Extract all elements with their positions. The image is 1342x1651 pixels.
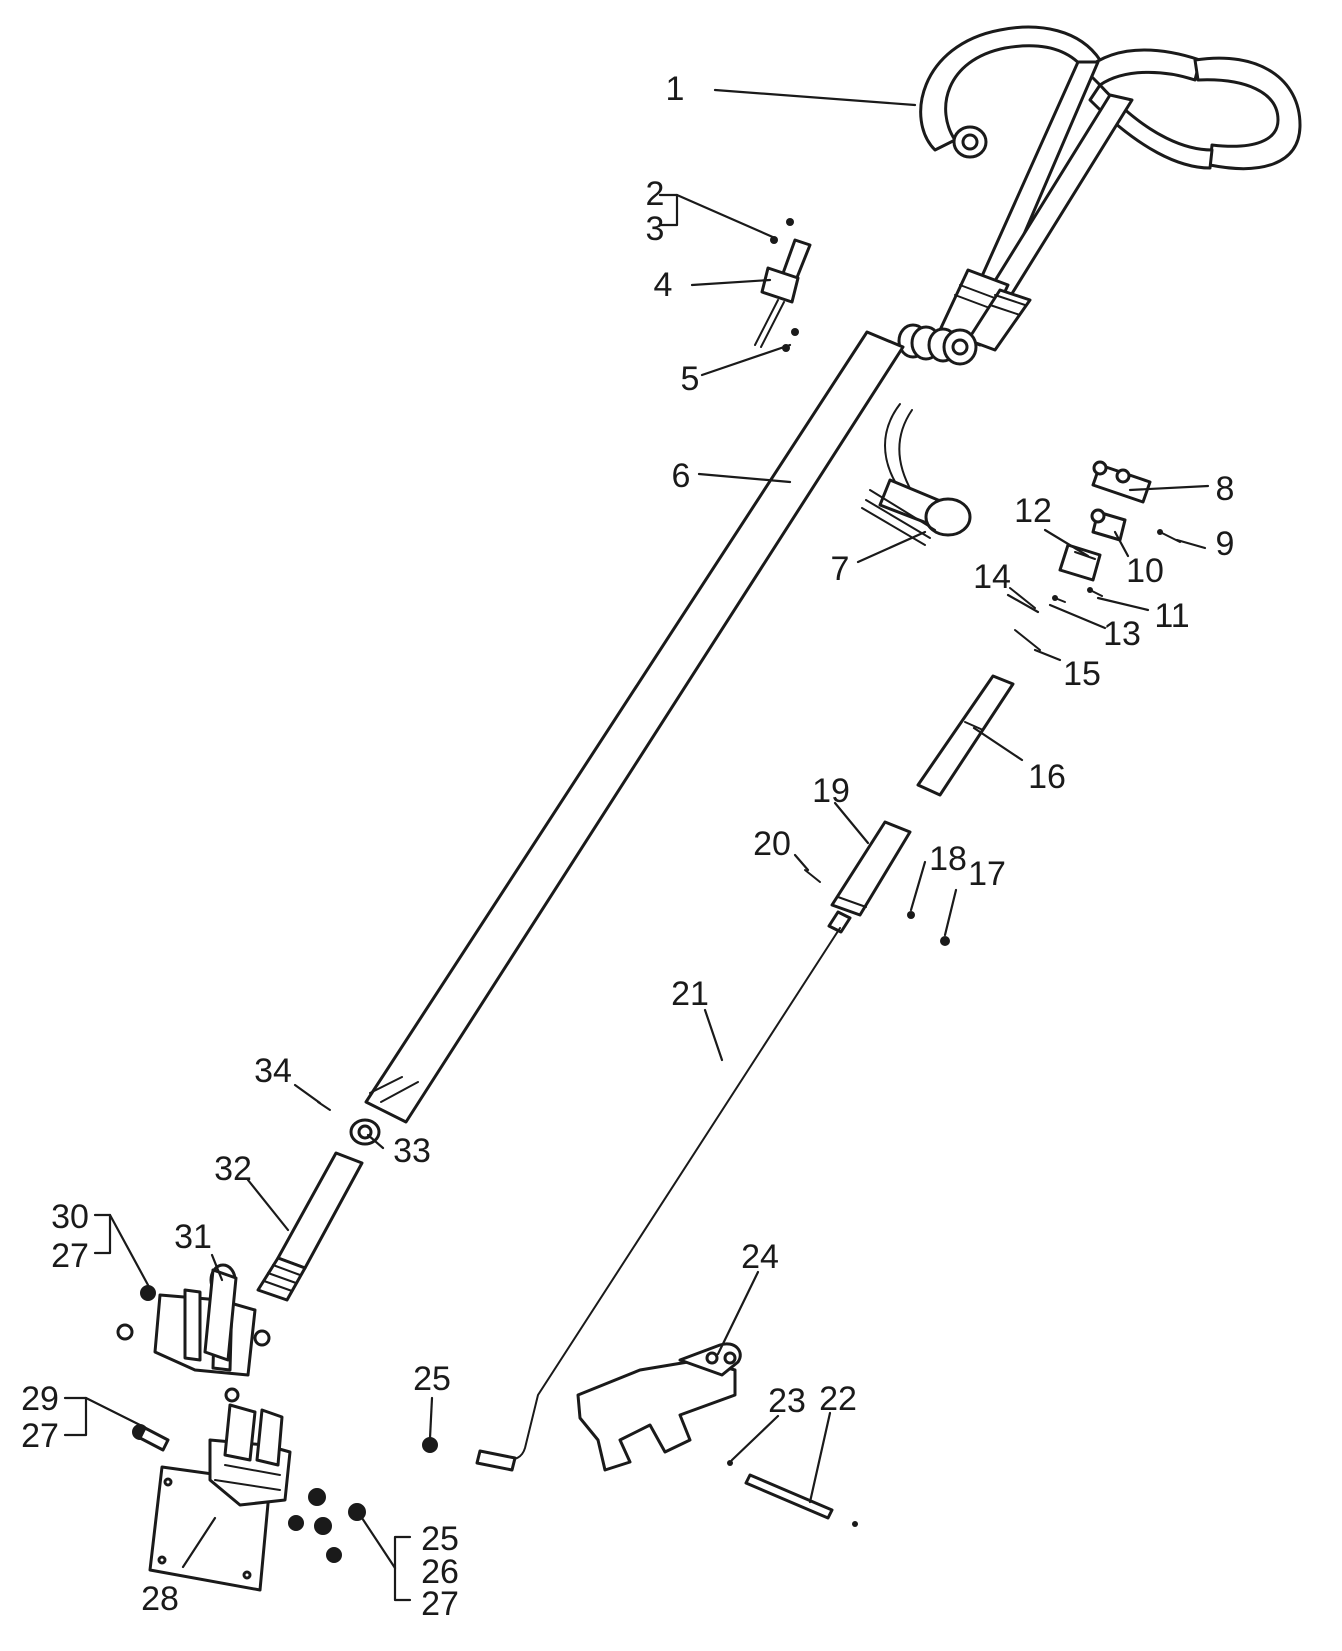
callout-7: 7 [831, 550, 850, 588]
callout-12: 12 [1014, 492, 1052, 530]
part-8-connector [1091, 460, 1152, 504]
callout-33: 33 [393, 1132, 431, 1170]
callout-26: 26 [421, 1553, 459, 1591]
part-7-grip [861, 403, 972, 546]
callout-29: 29 [21, 1380, 59, 1418]
part-31-hinge-bracket [116, 1263, 271, 1403]
callout-24: 24 [741, 1238, 779, 1276]
part-6-main-shaft-tube [364, 330, 905, 1124]
callout-22: 22 [819, 1380, 857, 1418]
part-23-clip [727, 1460, 733, 1466]
callout-31: 31 [174, 1218, 212, 1256]
callout-4: 4 [654, 266, 673, 304]
part-24-fork-bracket [576, 1342, 742, 1472]
part-21-cable-rod [475, 910, 852, 1472]
part-18-screw [907, 911, 915, 919]
callout-18: 18 [929, 840, 967, 878]
callout-10: 10 [1126, 552, 1164, 590]
callout-11: 11 [1154, 597, 1189, 635]
part-10-sleeve [1090, 508, 1127, 542]
callout-19: 19 [812, 772, 850, 810]
part-32-lower-sleeve [256, 1151, 364, 1302]
callout-30: 30 [51, 1198, 89, 1236]
callout-34: 34 [254, 1052, 292, 1090]
callout-14: 14 [973, 558, 1011, 596]
callout-17: 17 [968, 855, 1006, 893]
part-2-5-clamp-assembly [754, 218, 812, 352]
callout-25-cluster: 25 [421, 1520, 459, 1558]
callout-23: 23 [768, 1382, 806, 1420]
callout-25-single: 25 [413, 1360, 451, 1398]
part-25-nut-single [422, 1437, 438, 1453]
callout-6: 6 [672, 457, 691, 495]
leader-lines [63, 88, 1210, 1602]
callout-9: 9 [1216, 525, 1235, 563]
part-17-screw [940, 936, 950, 946]
callout-15: 15 [1063, 655, 1101, 693]
callout-1: 1 [666, 70, 685, 108]
callout-5: 5 [681, 360, 700, 398]
callout-16: 16 [1028, 758, 1066, 796]
part-13-spring [1052, 595, 1066, 603]
part-11-pin [1087, 587, 1103, 597]
callout-2: 2 [646, 175, 665, 213]
callout-27-upper: 27 [51, 1237, 89, 1275]
callout-13: 13 [1103, 615, 1141, 653]
part-30-bolt [140, 1285, 156, 1301]
part-1-handlebar [897, 25, 1302, 366]
part-15-spring [1014, 629, 1041, 651]
callout-27-cluster: 27 [421, 1585, 459, 1623]
callout-3: 3 [646, 210, 665, 248]
part-22-axle-pin [744, 1473, 858, 1527]
part-12-block [1058, 543, 1102, 582]
callout-20: 20 [753, 825, 791, 863]
callout-8: 8 [1216, 470, 1235, 508]
part-25-27-nut-cluster [288, 1488, 366, 1563]
callout-28: 28 [141, 1580, 179, 1618]
callout-21: 21 [671, 975, 709, 1013]
part-16-inner-tube [916, 674, 1015, 797]
callout-32: 32 [214, 1150, 252, 1188]
part-20-pin [804, 869, 821, 883]
part-28-base-plate [148, 1403, 292, 1592]
callout-labels: 1 2 3 4 5 6 7 8 9 10 11 12 13 14 15 16 1… [21, 70, 1234, 1623]
part-19-tube [830, 820, 912, 917]
part-14-spring [1009, 587, 1036, 609]
callout-27-lower: 27 [21, 1417, 59, 1455]
part-29-bolt [132, 1424, 170, 1452]
